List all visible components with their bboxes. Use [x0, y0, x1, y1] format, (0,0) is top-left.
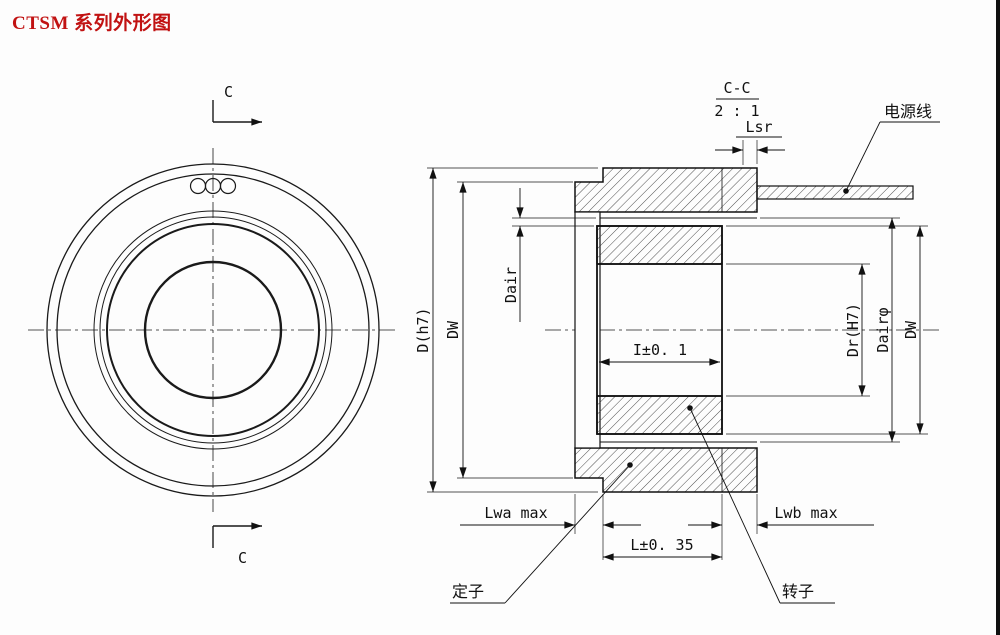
d-h7-label: D(h7) [414, 307, 432, 352]
section-letter-bottom: C [238, 549, 247, 567]
stator-top-section [574, 167, 758, 213]
section-letter-top: C [224, 83, 233, 101]
l-total-label: L±0. 35 [630, 536, 693, 554]
rotor-bottom-section [596, 395, 723, 435]
lwa-label: Lwa max [484, 504, 547, 522]
dimension-lines [429, 146, 924, 561]
power-cable-label: 电源线 [884, 103, 932, 121]
dw-right-label: DW [902, 320, 920, 339]
stator-bottom-section [574, 447, 758, 493]
rotor-top-section [596, 225, 723, 265]
dr-h7-label: Dr(H7) [844, 303, 862, 357]
rotor-length-label: I±0. 1 [633, 341, 687, 359]
stator-flange-wall [574, 211, 601, 449]
dw-left-label: DW [444, 320, 462, 339]
page-right-border [996, 0, 1000, 635]
rotor-leader-dot [687, 405, 693, 411]
extension-lines [427, 140, 928, 560]
stator-leader-dot [627, 462, 633, 468]
lead-wire-circle [189, 177, 207, 195]
section-scale-label: 2 : 1 [714, 102, 759, 120]
lsr-label: Lsr [745, 118, 772, 136]
page-title: CTSM 系列外形图 [12, 13, 172, 34]
rotor-outer-circle [106, 223, 320, 437]
front-view [28, 100, 398, 548]
lead-wire-circle [219, 177, 237, 195]
lwb-label: Lwb max [774, 504, 837, 522]
dair-gap-label: Dair [502, 267, 520, 303]
stator-bore-circle [93, 210, 333, 450]
power-cable-leader [845, 121, 881, 192]
rotor-label: 转子 [782, 583, 814, 601]
section-view [427, 98, 942, 604]
housing-step-circle [56, 173, 370, 487]
airgap-circle [99, 216, 327, 444]
outer-diameter-circle [46, 163, 380, 497]
rotor-leader [689, 407, 781, 604]
stator-leader [504, 464, 631, 604]
power-cable-section [756, 185, 914, 200]
section-name-label: C-C [723, 79, 750, 97]
power-cable-leader-dot [843, 188, 849, 194]
stator-label: 定子 [452, 583, 484, 601]
leader-lines [450, 121, 940, 604]
dair-dia-label: Dairφ [874, 307, 892, 352]
rotor-bore-circle [143, 260, 283, 400]
rotor-outline [596, 225, 723, 435]
